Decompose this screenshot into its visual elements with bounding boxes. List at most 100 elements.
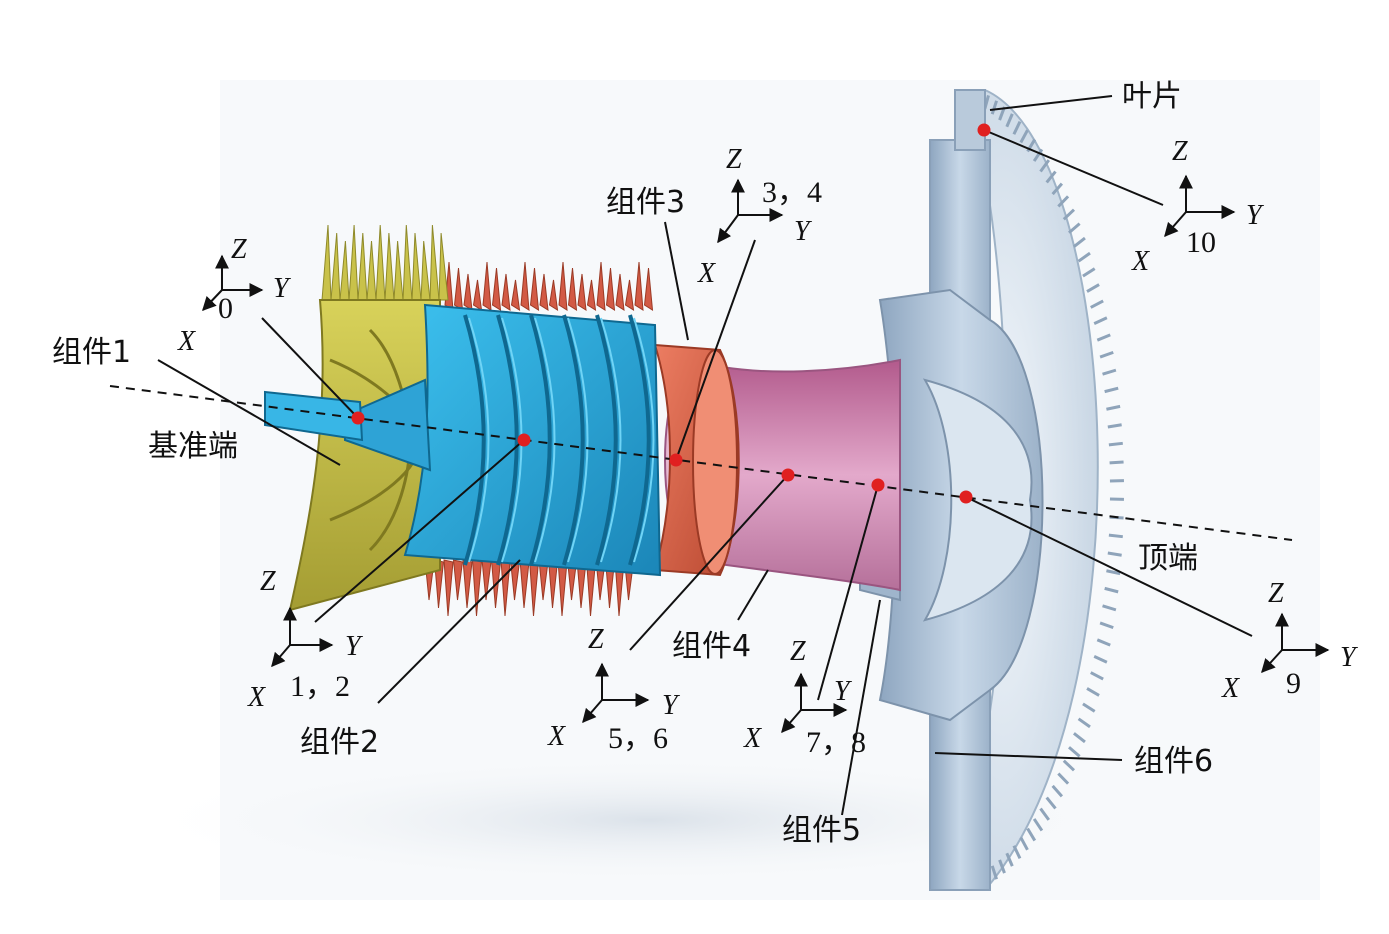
- marker-frame-5-6: [781, 468, 795, 482]
- orange-fin: [452, 559, 464, 601]
- component2-ribs: [463, 314, 655, 566]
- frame-5-6: Z Y X 5，6: [547, 624, 681, 755]
- frame-1-2-number: 1，2: [290, 670, 350, 703]
- blade-tooth: [1077, 717, 1091, 729]
- label-component1: 组件1: [52, 335, 131, 370]
- frame-7-8-y-label: Y: [834, 676, 853, 707]
- blade-tooth: [1068, 746, 1081, 758]
- blade-tooth: [1107, 423, 1122, 429]
- frame-10-number: 10: [1186, 226, 1216, 259]
- leader-frame-10: [983, 129, 1164, 206]
- blade-tooth: [1073, 732, 1086, 744]
- frame-5-6-x-label: X: [547, 721, 566, 752]
- component1-body: [288, 224, 449, 612]
- blade-tooth: [1073, 236, 1086, 248]
- component5-hub: [859, 288, 1044, 722]
- blue-rib-highlight: [600, 317, 622, 563]
- blue-rib: [463, 314, 486, 566]
- blue-rib-highlight: [567, 317, 589, 563]
- blade-tooth: [1096, 638, 1111, 647]
- marker-points: [351, 123, 991, 504]
- label-component4: 组件4: [672, 629, 751, 664]
- blade-tooth: [1086, 687, 1100, 697]
- frame-5-6-z-label: Z: [588, 624, 604, 655]
- orange-fin: [463, 273, 473, 311]
- leader-component1: [157, 359, 341, 466]
- frame-7-8-x-label: X: [743, 723, 762, 754]
- blade-tooth: [1093, 316, 1108, 325]
- leader-component4: [737, 569, 769, 621]
- frame-7-8-number: 7，8: [806, 726, 866, 759]
- component2-fins: [424, 261, 654, 617]
- blue-rib: [529, 314, 552, 566]
- frame-10-y-label: Y: [1246, 200, 1265, 231]
- blue-rib-highlight: [534, 317, 556, 563]
- component1-fins: [321, 224, 449, 301]
- shaft: [264, 390, 364, 442]
- frame-3-4-y-label: Y: [794, 216, 813, 247]
- floor-shadow: [130, 750, 1170, 890]
- frame-10-x-label: X: [1131, 246, 1150, 277]
- orange-fin: [520, 261, 530, 311]
- blade-tooth: [1077, 251, 1091, 263]
- orange-fin: [443, 559, 454, 617]
- label-component2: 组件2: [300, 725, 379, 760]
- blade-tooth: [1090, 299, 1104, 309]
- frame-9-z-label: Z: [1268, 578, 1284, 609]
- frame-1-2: Z Y X 1，2: [247, 566, 364, 713]
- orange-fin: [615, 273, 625, 311]
- blade-tooth: [1104, 586, 1119, 594]
- blade-tooth: [1039, 807, 1051, 821]
- blade-tooth: [1012, 845, 1022, 860]
- blade-tooth: [1026, 827, 1037, 842]
- leader-lines: [157, 95, 1253, 816]
- frame-1-2-y-label: Y: [345, 631, 364, 662]
- blade-tooth: [1082, 702, 1096, 713]
- orange-fin: [510, 279, 521, 311]
- marker-frame-1-2: [517, 433, 531, 447]
- marker-frame-10: [977, 123, 991, 137]
- frame-0-y-label: Y: [273, 273, 292, 304]
- orange-fin: [491, 267, 502, 311]
- label-component6: 组件6: [1134, 744, 1213, 779]
- blade-tooth: [1012, 120, 1022, 135]
- blade-tooth: [1102, 368, 1117, 376]
- orange-fin: [586, 279, 597, 311]
- orange-fin: [529, 267, 540, 311]
- frame-3-4: Z Y X 3，4: [697, 144, 822, 289]
- frame-5-6-y-label: Y: [662, 690, 681, 721]
- label-component5: 组件5: [782, 813, 861, 848]
- blade-tooth: [1045, 170, 1057, 184]
- label-blade: 叶片: [1122, 79, 1182, 114]
- blade-tooth: [1108, 441, 1123, 447]
- blade-tooth: [1019, 836, 1029, 851]
- blade-tooth: [1045, 796, 1057, 810]
- blade-tooth: [990, 100, 998, 115]
- leader-component6: [934, 752, 1123, 761]
- blade-tooth: [1107, 551, 1122, 557]
- orange-fin: [548, 279, 559, 311]
- blade-tooth: [1051, 182, 1064, 196]
- frame-9-x-label: X: [1221, 673, 1240, 704]
- blue-rib: [562, 314, 585, 566]
- leader-frame-5-6: [629, 474, 789, 651]
- blade-tooth: [1019, 129, 1029, 144]
- frame-7-8: Z Y X 7，8: [743, 636, 866, 759]
- frame-3-4-x-label: X: [697, 258, 716, 289]
- blade-tooth: [1090, 671, 1104, 681]
- frame-0: Z Y X 0: [177, 234, 292, 357]
- rotation-axis: [109, 385, 1293, 541]
- blade-tooth: [1108, 533, 1123, 539]
- label-reference-end: 基准端: [148, 429, 238, 464]
- orange-fin: [558, 261, 568, 311]
- marker-frame-9: [959, 490, 973, 504]
- orange-fin: [634, 261, 644, 311]
- component2-body: [264, 303, 662, 577]
- blade-tooth: [1104, 386, 1119, 394]
- blade-tooth: [1106, 404, 1121, 411]
- orange-fin: [472, 279, 483, 311]
- component3-ring: [653, 343, 740, 577]
- orange-fin: [567, 267, 578, 311]
- orange-fin: [596, 261, 606, 311]
- marker-frame-0: [351, 411, 365, 425]
